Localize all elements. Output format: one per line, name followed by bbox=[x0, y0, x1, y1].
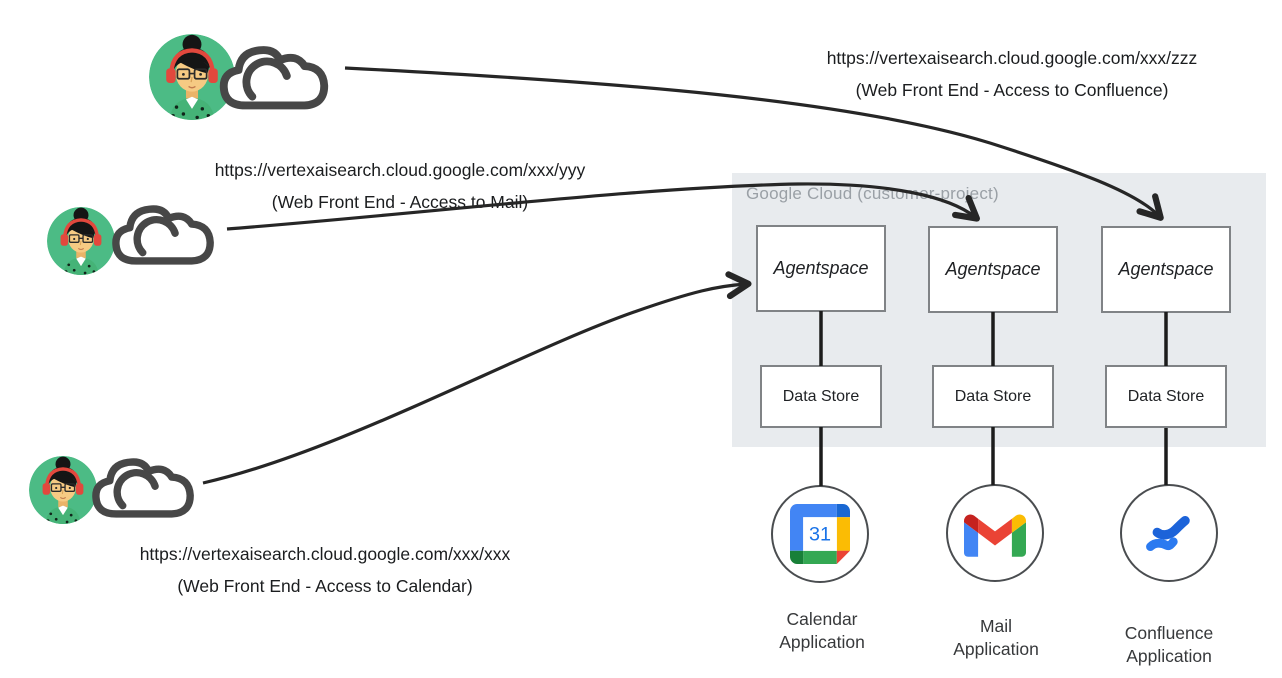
url-caption: (Web Front End - Access to Confluence) bbox=[855, 80, 1169, 100]
url-caption: (Web Front End - Access to Calendar) bbox=[177, 576, 473, 596]
google-calendar-icon: 31 bbox=[790, 504, 850, 564]
calendar-app-label: Calendar Application bbox=[779, 609, 865, 652]
data-store-label: Data Store bbox=[1127, 387, 1205, 405]
cloud-icon bbox=[92, 458, 194, 518]
confluence-app-circle bbox=[1120, 484, 1218, 582]
url-text: https://vertexaisearch.cloud.google.com/… bbox=[139, 544, 511, 564]
gmail-icon bbox=[964, 513, 1026, 557]
confluence-icon bbox=[1146, 515, 1190, 551]
agentspace-label: Agentspace bbox=[945, 259, 1041, 279]
confluence-app-label: Confluence Application bbox=[1124, 623, 1214, 666]
data-store-label: Data Store bbox=[782, 387, 860, 405]
calendar-url-block: https://vertexaisearch.cloud.google.com/… bbox=[65, 538, 585, 602]
data-store-node-calendar: Data Store bbox=[760, 365, 882, 428]
calendar-app-circle: 31 bbox=[771, 485, 869, 583]
agentspace-label: Agentspace bbox=[773, 258, 869, 278]
cloud-icon bbox=[112, 205, 214, 265]
confluence-url-block: https://vertexaisearch.cloud.google.com/… bbox=[752, 42, 1272, 106]
user-avatar-icon bbox=[29, 456, 97, 524]
user-avatar-icon bbox=[149, 34, 235, 120]
url-text: https://vertexaisearch.cloud.google.com/… bbox=[214, 160, 586, 180]
calendar-31-text: 31 bbox=[809, 524, 831, 546]
agentspace-node-mail: Agentspace bbox=[928, 226, 1058, 313]
data-store-node-mail: Data Store bbox=[932, 365, 1054, 428]
data-store-node-confluence: Data Store bbox=[1105, 365, 1227, 428]
user-avatar-icon bbox=[47, 207, 115, 275]
agentspace-node-confluence: Agentspace bbox=[1101, 226, 1231, 313]
agentspace-label: Agentspace bbox=[1118, 259, 1214, 279]
mail-app-circle bbox=[946, 484, 1044, 582]
google-cloud-label: Google Cloud (customer-project) bbox=[746, 184, 999, 203]
agentspace-node-calendar: Agentspace bbox=[756, 225, 886, 312]
data-store-label: Data Store bbox=[954, 387, 1032, 405]
cloud-icon bbox=[219, 46, 329, 110]
url-text: https://vertexaisearch.cloud.google.com/… bbox=[826, 48, 1198, 68]
arrow-calendar-user-to-agentspace bbox=[202, 271, 752, 485]
mail-app-label: Mail Application bbox=[953, 616, 1039, 659]
